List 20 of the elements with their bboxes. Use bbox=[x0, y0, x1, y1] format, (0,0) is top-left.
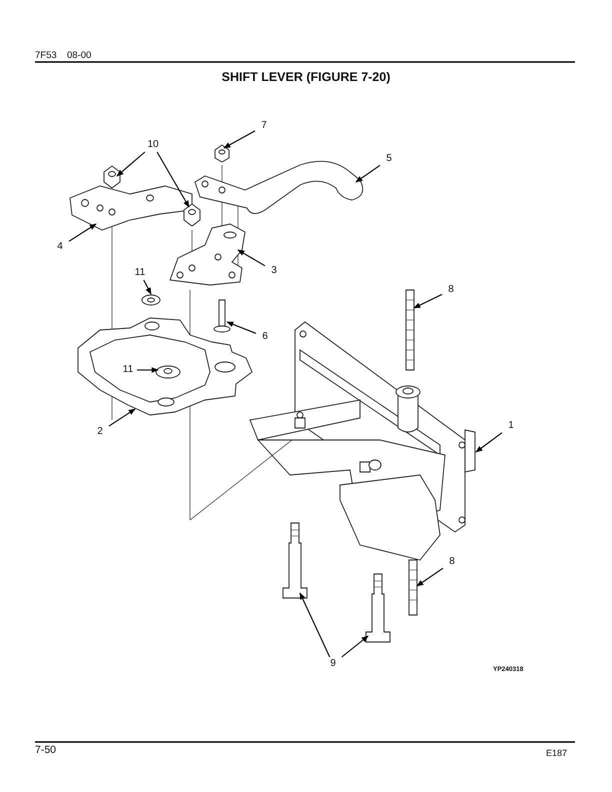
figure-title: SHIFT LEVER (FIGURE 7-20) bbox=[220, 70, 392, 84]
leader-line bbox=[137, 367, 159, 373]
leader-line bbox=[475, 432, 502, 452]
leader-line bbox=[237, 250, 266, 266]
document-code: 7F53 bbox=[35, 50, 57, 61]
revision-date: 08-00 bbox=[67, 50, 92, 61]
leader-line bbox=[116, 152, 146, 176]
leader-line bbox=[355, 164, 380, 182]
leader-line bbox=[341, 636, 369, 658]
leader-line bbox=[143, 280, 152, 295]
leader-line bbox=[226, 321, 256, 334]
document-code: E187 bbox=[546, 748, 568, 758]
leader-line bbox=[108, 408, 136, 427]
leader-line bbox=[156, 152, 190, 208]
page-number: 7-50 bbox=[35, 744, 56, 756]
leader-line bbox=[68, 224, 97, 242]
leader-line bbox=[413, 294, 442, 308]
leader-line bbox=[416, 568, 444, 586]
leader-line bbox=[223, 130, 256, 148]
leader-line bbox=[300, 592, 330, 658]
